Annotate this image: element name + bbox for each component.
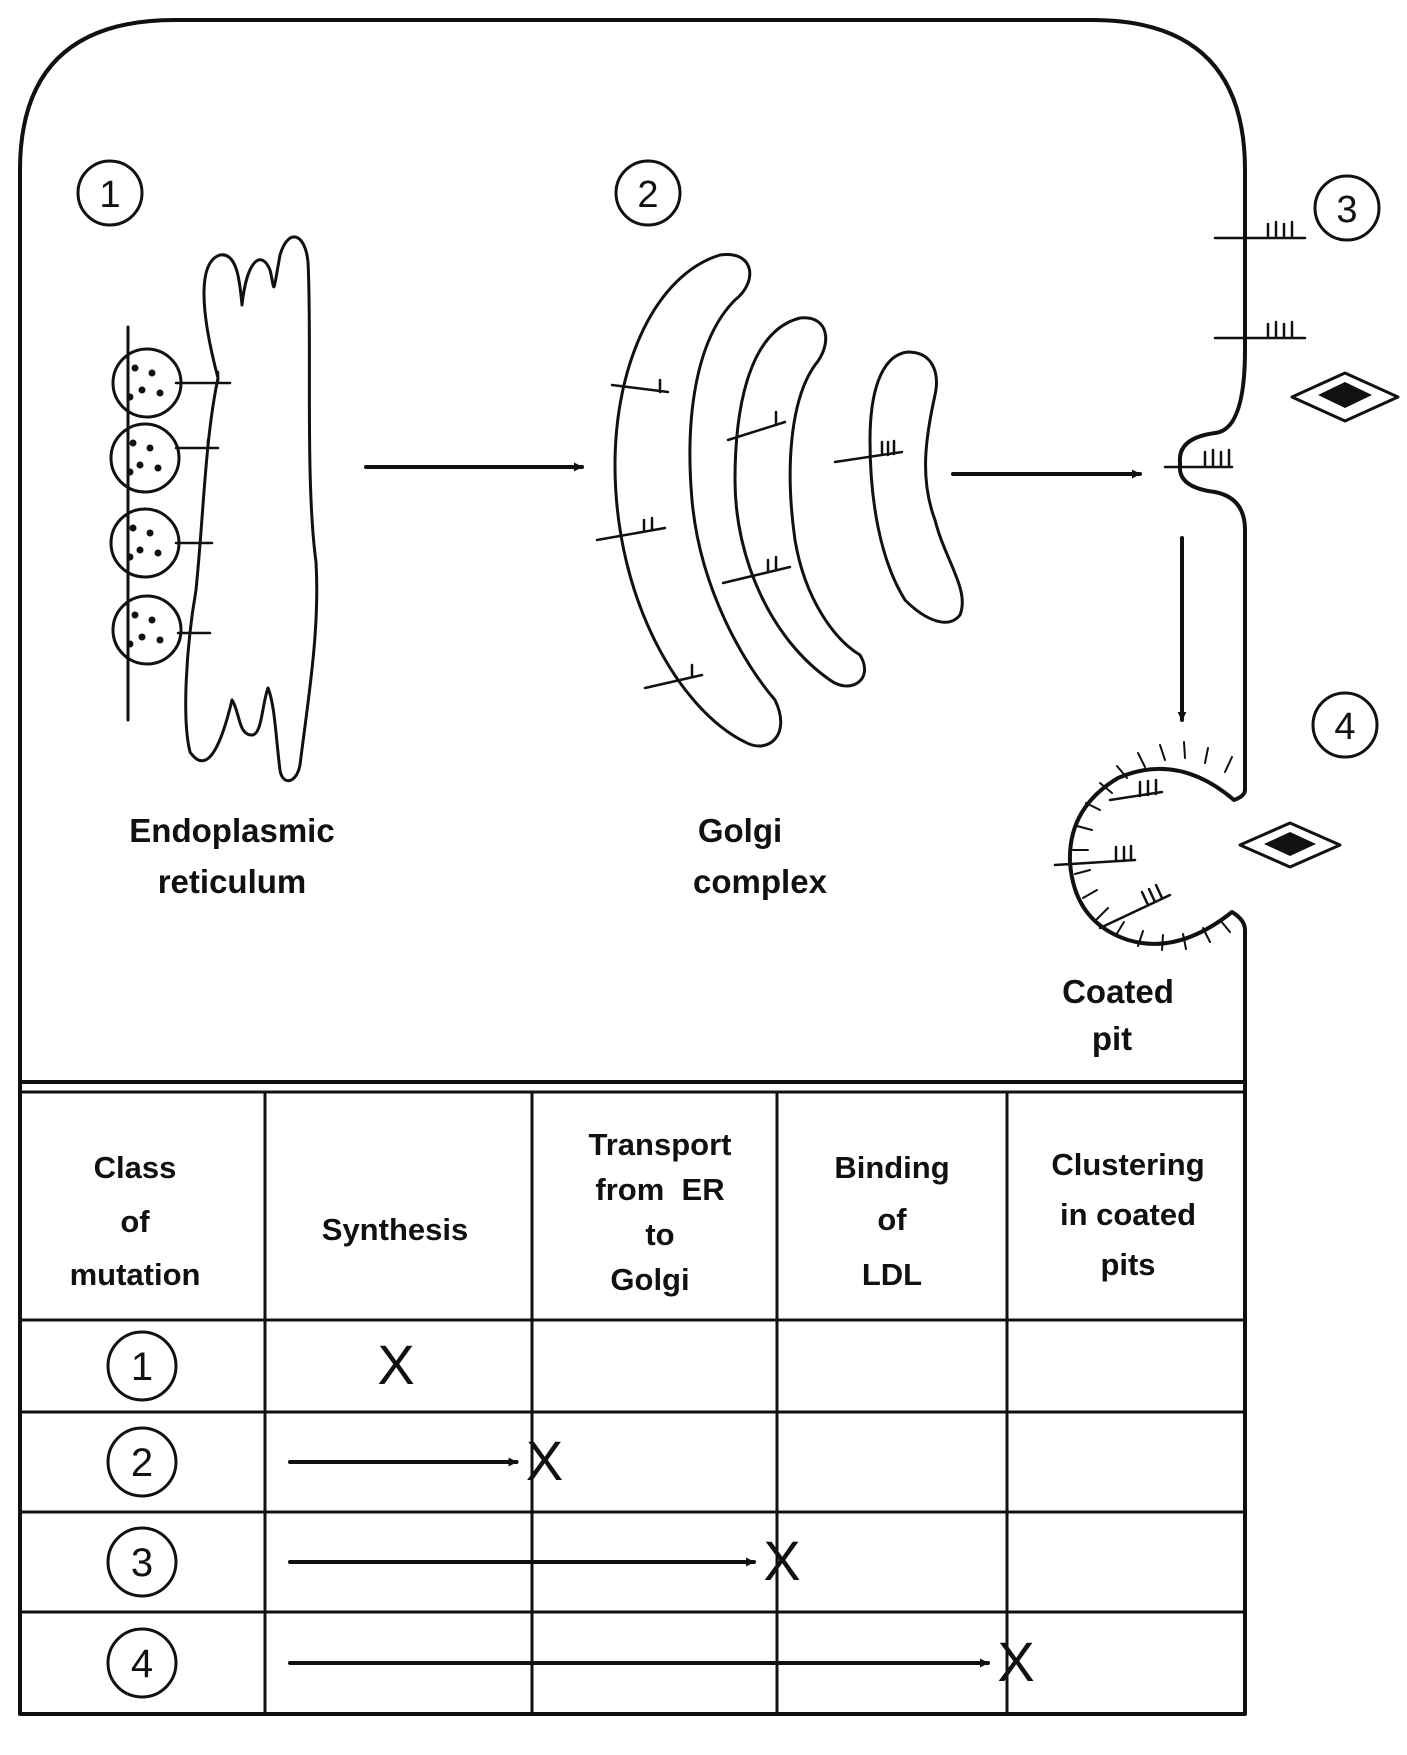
golgi-label: Golgi complex [693,812,828,900]
ribosome-2 [109,422,220,494]
coated-pit-label: Coated pit [1062,973,1174,1057]
svg-text:reticulum: reticulum [158,863,307,900]
row-class-label: 2 [131,1441,153,1485]
mutation-table [18,1080,1247,1716]
svg-text:of: of [877,1202,907,1237]
header-clustering-in-coated-pits: Clustering in coated pits [1051,1147,1204,1282]
block-mark: X [526,1429,563,1492]
svg-text:in coated: in coated [1060,1197,1196,1232]
svg-text:Coated: Coated [1062,973,1174,1010]
svg-text:Class: Class [94,1150,177,1185]
svg-text:to: to [645,1217,674,1252]
stage-marker-1: 1 [76,159,144,227]
ribosome-4 [111,594,212,666]
svg-text:LDL: LDL [862,1257,922,1292]
svg-text:pits: pits [1100,1247,1155,1282]
svg-text:Synthesis: Synthesis [322,1212,468,1247]
svg-text:Golgi: Golgi [698,812,782,849]
membrane-receptors [1163,220,1307,469]
header-transport-er-to-golgi: Transport from ER to Golgi [589,1127,732,1297]
stage-marker-3: 3 [1313,174,1381,242]
block-mark: X [997,1630,1034,1693]
stage-marker-2: 2 [614,159,682,227]
row-class-label: 1 [131,1345,153,1389]
svg-text:4: 4 [1334,706,1355,748]
stage-marker-4: 4 [1311,691,1379,759]
svg-text:mutation: mutation [70,1257,201,1292]
block-mark: X [377,1333,414,1396]
row-class-marker: 1 [106,1330,178,1402]
ribosome-3 [109,507,214,579]
cell-outline [18,18,1247,1084]
row-class-label: 3 [131,1541,153,1585]
row-class-marker: 4 [106,1627,178,1699]
svg-text:from ER: from ER [595,1172,724,1207]
endoplasmic-reticulum [109,235,319,783]
ldl-particle-1 [1290,371,1400,423]
header-synthesis: Synthesis [322,1212,468,1247]
svg-text:Clustering: Clustering [1051,1147,1204,1182]
row-class-label: 4 [131,1642,153,1686]
svg-text:Transport: Transport [589,1127,732,1162]
golgi-complex [595,253,964,748]
svg-text:3: 3 [1336,189,1357,231]
svg-text:pit: pit [1092,1020,1132,1057]
svg-text:2: 2 [637,174,658,216]
svg-text:1: 1 [99,174,120,216]
row-class-marker: 2 [106,1426,178,1498]
er-label: Endoplasmic reticulum [129,812,334,900]
row-class-marker: 3 [106,1526,178,1598]
header-binding-of-ldl: Binding of LDL [834,1150,949,1292]
header-class-of-mutation: Class of mutation [70,1150,201,1292]
svg-text:Golgi: Golgi [610,1262,689,1297]
svg-text:Endoplasmic: Endoplasmic [129,812,334,849]
block-mark: X [763,1529,800,1592]
svg-text:complex: complex [693,863,828,900]
ribosome-1 [111,347,232,419]
svg-text:Binding: Binding [834,1150,949,1185]
ldl-particle-2 [1238,821,1342,869]
coated-pit [1053,741,1233,951]
svg-text:of: of [120,1204,150,1239]
